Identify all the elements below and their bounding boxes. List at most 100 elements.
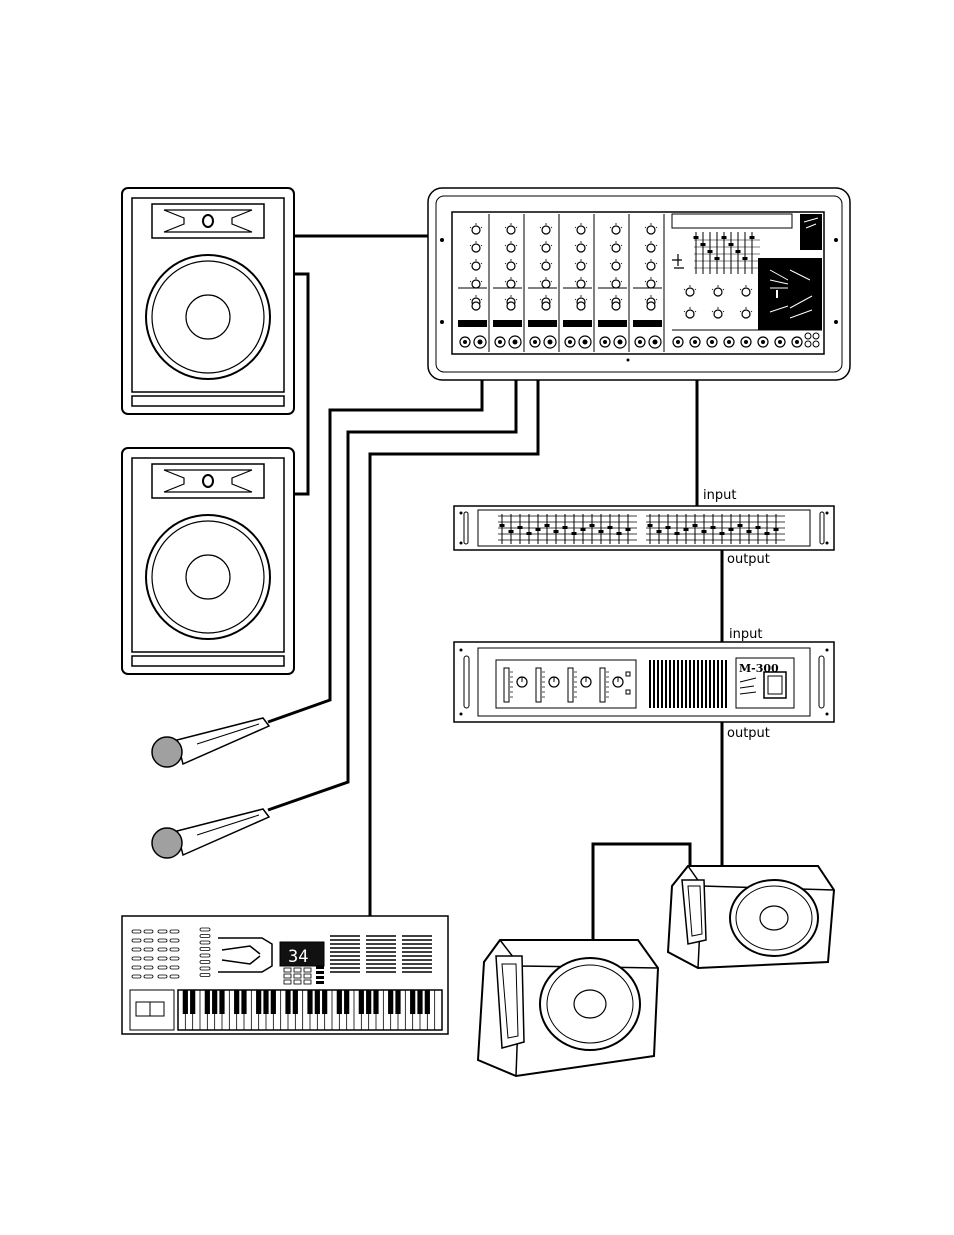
eq-slider-cap [684, 528, 689, 531]
black-key [219, 990, 224, 1014]
channel-knob [472, 302, 480, 310]
channel-knob [612, 262, 620, 270]
keyboard-button [170, 966, 179, 969]
channel-xlr [513, 340, 518, 345]
master-jack [761, 340, 765, 344]
master-jack [693, 340, 697, 344]
keyboard-button [144, 957, 153, 960]
keyboard-button [158, 948, 167, 951]
channel-knob [577, 302, 585, 310]
eq-slider-cap [617, 532, 622, 535]
eq-slider-cap [675, 532, 680, 535]
black-key [285, 990, 290, 1014]
channel-jack [638, 340, 642, 344]
black-key [359, 990, 364, 1014]
master-jack [710, 340, 714, 344]
eq-slider-cap [599, 530, 604, 533]
keypad-button [294, 974, 301, 978]
floor-monitor-right [668, 866, 834, 968]
amp-meter [504, 668, 509, 702]
channel-knob [472, 226, 480, 234]
channel-knob [542, 244, 550, 252]
keyboard-button [170, 939, 179, 942]
eq-slider-cap [774, 528, 779, 531]
cable-speaker-link [294, 274, 308, 494]
speakon-jack [813, 333, 819, 339]
channel-jack [568, 340, 572, 344]
speaker-cabinet-icon [122, 448, 294, 674]
mixer-eq-cap [729, 243, 734, 246]
channel-label-strip [633, 320, 662, 327]
black-key [234, 990, 239, 1014]
black-key [410, 990, 415, 1014]
black-key [366, 990, 371, 1014]
channel-knob [472, 262, 480, 270]
channel-xlr [548, 340, 553, 345]
keyboard-button [200, 967, 210, 970]
black-key [183, 990, 188, 1014]
channel-knob [472, 244, 480, 252]
keyboard-indicator [316, 981, 324, 984]
channel-knob [612, 226, 620, 234]
keyboard-button [132, 975, 141, 978]
master-knob [714, 288, 722, 296]
keyboard-button [144, 975, 153, 978]
channel-knob [507, 302, 515, 310]
channel-knob [507, 262, 515, 270]
keyboard-button [158, 966, 167, 969]
keypad-button [294, 980, 301, 984]
eq-output-label: output [727, 552, 770, 567]
keyboard-button [170, 930, 179, 933]
floor-monitor-icon [478, 940, 658, 1076]
eq-slider-cap [648, 524, 653, 527]
channel-knob [577, 280, 585, 288]
microphone-2 [152, 809, 269, 858]
mixer-eq-cap [743, 257, 748, 260]
black-key [256, 990, 261, 1014]
eq-slider-cap [711, 526, 716, 529]
keyboard-button [170, 957, 179, 960]
amp-switch [626, 672, 630, 676]
keyboard-button [170, 948, 179, 951]
keyboard-button [132, 939, 141, 942]
keyboard-button [144, 948, 153, 951]
speaker-cabinet-icon [122, 188, 294, 414]
black-key [241, 990, 246, 1014]
keyboard-button [200, 974, 210, 977]
keyboard-synthesizer: 34 [122, 916, 448, 1034]
keyboard-indicator [316, 976, 324, 979]
main-speaker-bottom [122, 448, 294, 674]
amp-meter [600, 668, 605, 702]
eq-slider-cap [563, 526, 568, 529]
mixer-eq-cap [694, 236, 699, 239]
graphic-equalizer-icon [454, 506, 834, 550]
keyboard-button [200, 935, 210, 938]
amp-meter [536, 668, 541, 702]
mixer-eq-cap [701, 243, 706, 246]
eq-slider-cap [693, 524, 698, 527]
mixer-eq-cap [750, 236, 755, 239]
master-knob [742, 288, 750, 296]
keyboard-button [200, 961, 210, 964]
channel-knob [472, 280, 480, 288]
channel-knob [577, 226, 585, 234]
master-jack [795, 340, 799, 344]
keyboard-button [144, 966, 153, 969]
black-key [212, 990, 217, 1014]
eq-input-label: input [703, 488, 736, 503]
mixer-eq-cap [708, 250, 713, 253]
cable-keyboard [370, 350, 538, 918]
speakon-jack [805, 333, 811, 339]
keyboard-button [200, 941, 210, 944]
keyboard-button [158, 975, 167, 978]
channel-knob [577, 262, 585, 270]
channel-label-strip [528, 320, 557, 327]
black-key [293, 990, 298, 1014]
channel-xlr [583, 340, 588, 345]
floor-monitor-left [478, 940, 658, 1076]
black-key [373, 990, 378, 1014]
keyboard-button [200, 948, 210, 951]
microphone-icon [152, 718, 269, 767]
eq-slider-cap [590, 524, 595, 527]
eq-slider-cap [756, 526, 761, 529]
